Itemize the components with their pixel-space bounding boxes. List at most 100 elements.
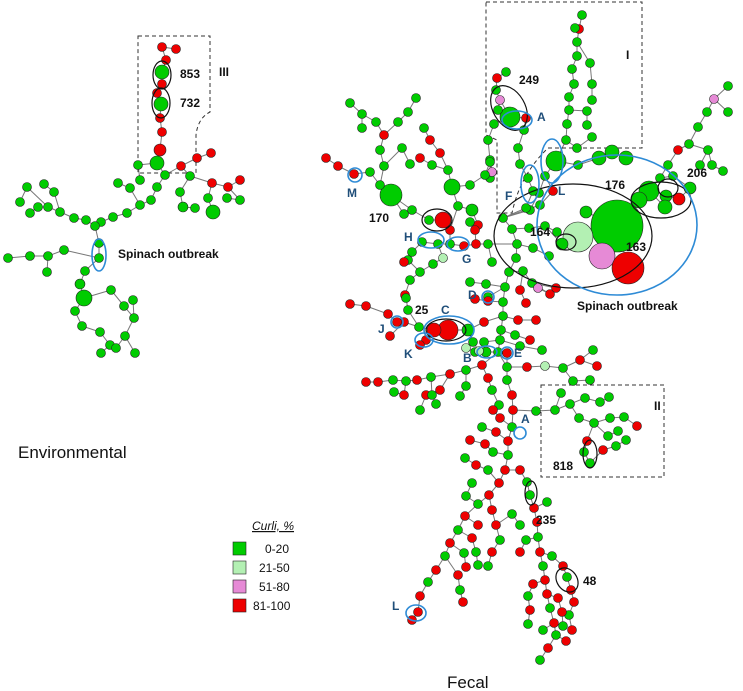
tree-edges: [7, 14, 729, 661]
strain-node-green: [235, 195, 245, 205]
strain-node-green: [523, 173, 533, 183]
strain-node-light-green: [562, 221, 594, 253]
strain-node-green: [695, 160, 705, 170]
strain-node-red: [435, 385, 445, 395]
strain-node-red: [575, 355, 585, 365]
strain-node-red: [480, 439, 490, 449]
strain-node-green: [564, 92, 574, 102]
strain-node-green: [375, 145, 385, 155]
strain-node-red: [491, 520, 501, 530]
strain-node-red: [551, 283, 561, 293]
strain-node-green: [427, 160, 437, 170]
legend-title: Curli, %: [252, 519, 294, 533]
strain-node-red: [477, 360, 487, 370]
strain-node-red: [385, 331, 395, 341]
strain-node-green: [379, 183, 403, 207]
cluster-label-48: 48: [583, 574, 597, 588]
strain-node-green: [175, 187, 185, 197]
strain-node-red: [192, 153, 202, 163]
strain-node-green: [133, 160, 143, 170]
strain-node-red: [500, 465, 510, 475]
box-iii: [137, 35, 211, 174]
strain-node-green: [125, 183, 135, 193]
strain-node-green: [707, 160, 717, 170]
strain-node-red: [548, 186, 558, 196]
strain-node-red: [434, 211, 452, 229]
strain-node-red: [470, 294, 480, 304]
strain-node-green: [407, 247, 417, 257]
strain-node-green: [498, 297, 508, 307]
strain-node-green: [487, 385, 497, 395]
strain-node-green: [545, 603, 555, 613]
strain-node-red: [479, 317, 489, 327]
strain-node-red: [361, 377, 371, 387]
strain-node-green: [533, 532, 543, 542]
strain-node-green: [419, 123, 429, 133]
strain-node-green: [501, 67, 511, 77]
strain-node-green: [49, 187, 59, 197]
strain-node-red: [171, 44, 181, 54]
strain-node-green: [74, 278, 86, 290]
strain-node-green: [357, 123, 367, 133]
strain-node-green: [507, 422, 517, 432]
strain-node-red: [445, 369, 455, 379]
strain-node-green: [585, 375, 595, 385]
strain-node-green: [483, 239, 493, 249]
strain-node-light-green: [438, 253, 448, 263]
letter-label-e: E: [514, 346, 522, 360]
strain-node-red: [507, 390, 517, 400]
strain-node-green: [415, 267, 425, 277]
strain-node-green: [135, 200, 145, 210]
cluster-label-176: 176: [605, 178, 625, 192]
strain-node-red: [470, 225, 480, 235]
strain-node-green: [718, 166, 728, 176]
letter-label-h: H: [404, 230, 413, 244]
strain-node-green: [190, 203, 200, 213]
strain-node-green: [345, 98, 355, 108]
letter-label-d: D: [468, 288, 477, 302]
panel-title-fecal: Fecal: [447, 673, 489, 691]
strain-node-green: [495, 535, 505, 545]
strain-node-green: [75, 289, 93, 307]
strain-node-green: [203, 193, 213, 203]
strain-node-green: [545, 150, 567, 172]
strain-node-green: [499, 106, 521, 128]
strain-node-green: [440, 551, 450, 561]
strain-node-green: [96, 348, 106, 358]
strain-node-green: [572, 143, 582, 153]
strain-node-red: [373, 377, 383, 387]
strain-node-red: [673, 145, 683, 155]
strain-node-green: [403, 107, 413, 117]
strain-node-red: [542, 589, 552, 599]
strain-node-green: [411, 93, 421, 103]
strain-node-red: [567, 625, 577, 635]
strain-node-green: [507, 224, 517, 234]
strain-node-green: [537, 345, 547, 355]
strain-node-green: [574, 413, 584, 423]
strain-node-green: [523, 619, 533, 629]
strain-node-red: [515, 285, 525, 295]
strain-node-green: [521, 203, 531, 213]
legend: Curli, % 0-20 21-50 51-80 81-100: [232, 519, 294, 613]
strain-node-green: [160, 170, 170, 180]
letter-label-c: C: [441, 303, 450, 317]
strain-node-green: [443, 178, 461, 196]
strain-node-green: [479, 337, 489, 347]
strain-node-green: [512, 239, 522, 249]
strain-node-green: [77, 321, 87, 331]
strain-node-red: [525, 335, 535, 345]
strain-node-red: [540, 575, 550, 585]
spinach-outbreak-label-fecal: Spinach outbreak: [577, 299, 678, 313]
strain-node-green: [550, 405, 560, 415]
strain-node-red: [399, 390, 409, 400]
box-i: [485, 1, 643, 214]
strain-node-green: [558, 621, 568, 631]
strain-node-red: [569, 597, 579, 607]
strain-node-red: [223, 182, 233, 192]
panel-title-environmental: Environmental: [18, 443, 127, 462]
strain-node-green: [568, 376, 578, 386]
strain-node-green: [503, 450, 513, 460]
strain-node-green: [587, 95, 597, 105]
strain-node-red: [632, 421, 642, 431]
